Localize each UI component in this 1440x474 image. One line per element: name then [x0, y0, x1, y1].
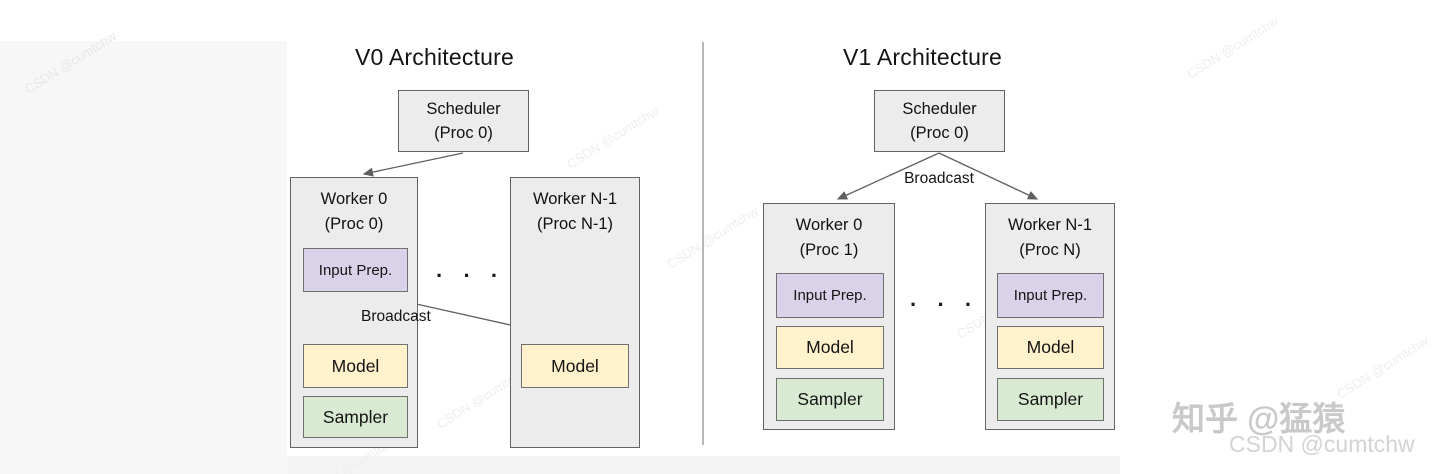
v0-worker0-model-block: Model — [303, 344, 408, 388]
v1-workerN-sampler-block: Sampler — [997, 378, 1104, 421]
v0-worker0-box: Worker 0 (Proc 0) Input Prep. Model Samp… — [290, 177, 418, 448]
v0-worker0-name: Worker 0 — [320, 190, 388, 208]
v1-scheduler-box: Scheduler (Proc 0) — [874, 90, 1005, 152]
v1-workerN-proc: (Proc N) — [1019, 241, 1081, 259]
v0-workerN-proc: (Proc N-1) — [536, 215, 614, 233]
v0-ellipsis: · · · — [436, 263, 506, 288]
v1-title: V1 Architecture — [843, 44, 1002, 70]
v0-workerN-box: Worker N-1 (Proc N-1) Model — [510, 177, 640, 448]
v0-scheduler-proc: (Proc 0) — [434, 124, 493, 142]
v0-worker0-title: Worker 0 (Proc 0) — [291, 178, 417, 237]
v0-worker0-input-prep-block: Input Prep. — [303, 248, 408, 292]
v1-workerN-box: Worker N-1 (Proc N) Input Prep. Model Sa… — [985, 203, 1115, 430]
v1-scheduler-proc: (Proc 0) — [910, 124, 969, 142]
page-background-bottom — [287, 456, 1120, 474]
v1-workerN-title: Worker N-1 (Proc N) — [986, 204, 1114, 263]
v1-worker0-model-block: Model — [776, 326, 884, 369]
v1-workerN-model-block: Model — [997, 326, 1104, 369]
page-background-left — [0, 41, 287, 474]
v1-workerN-input-prep-block: Input Prep. — [997, 273, 1104, 318]
v0-scheduler-name: Scheduler — [426, 100, 501, 118]
v1-worker0-title: Worker 0 (Proc 1) — [764, 204, 894, 263]
v1-broadcast-label: Broadcast — [904, 170, 974, 187]
v1-scheduler-name: Scheduler — [902, 100, 977, 118]
v1-workerN-name: Worker N-1 — [1007, 216, 1093, 234]
watermark-csdn: CSDN @cumtchw — [1229, 431, 1415, 457]
watermark-tile: CSDN @cumtchw — [1183, 13, 1281, 82]
v0-workerN-title: Worker N-1 (Proc N-1) — [511, 178, 639, 237]
watermark-zhihu: 知乎 @猛猿 — [1172, 400, 1346, 437]
v1-worker0-name: Worker 0 — [795, 216, 863, 234]
v0-broadcast-label: Broadcast — [361, 308, 431, 325]
v0-title: V0 Architecture — [355, 44, 514, 70]
v0-worker0-sampler-block: Sampler — [303, 396, 408, 438]
v0-scheduler-box: Scheduler (Proc 0) — [398, 90, 529, 152]
v0-workerN-name: Worker N-1 — [532, 190, 618, 208]
v1-worker0-box: Worker 0 (Proc 1) Input Prep. Model Samp… — [763, 203, 895, 430]
v0-workerN-model-block: Model — [521, 344, 629, 388]
v0-worker0-proc: (Proc 0) — [324, 215, 384, 233]
v1-ellipsis: · · · — [910, 292, 980, 317]
v1-worker0-input-prep-block: Input Prep. — [776, 273, 884, 318]
v1-worker0-proc: (Proc 1) — [799, 241, 859, 259]
v1-worker0-sampler-block: Sampler — [776, 378, 884, 421]
watermark-tile: CSDN @cumtchw — [1333, 333, 1431, 402]
